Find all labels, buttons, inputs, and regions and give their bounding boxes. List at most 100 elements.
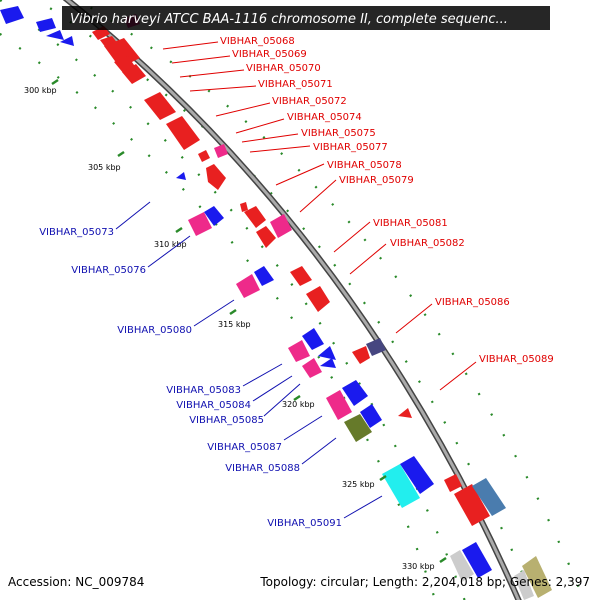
gene-label-reverse[interactable]: VIBHAR_05088 [225, 463, 300, 474]
gene-label-forward[interactable]: VIBHAR_05070 [246, 63, 321, 74]
gene-label-forward[interactable]: VIBHAR_05072 [272, 96, 347, 107]
gene-label-forward[interactable]: VIBHAR_05082 [390, 238, 465, 249]
gene-feature[interactable] [382, 464, 420, 508]
gene-feature[interactable] [288, 340, 310, 362]
label-connector [235, 118, 285, 134]
gene-feature[interactable] [270, 214, 292, 238]
gene-feature[interactable] [204, 206, 224, 226]
gene-feature[interactable] [344, 414, 372, 442]
gene-feature[interactable] [244, 206, 266, 228]
tick-label: 305 kbp [88, 163, 121, 172]
gene-feature[interactable] [326, 390, 352, 420]
gene-feature[interactable] [256, 226, 276, 248]
gene-feature[interactable] [342, 380, 368, 406]
guide-track-inner-reverse [0, 0, 466, 600]
gene-feature[interactable] [318, 346, 336, 360]
label-connector [193, 299, 235, 327]
gene-feature[interactable] [206, 164, 226, 190]
gene-label-forward[interactable]: VIBHAR_05077 [313, 142, 388, 153]
tick-label: 310 kbp [154, 240, 187, 249]
gene-feature[interactable] [302, 358, 322, 378]
gene-label-reverse[interactable]: VIBHAR_05083 [166, 385, 241, 396]
tick-label: 325 kbp [342, 480, 375, 489]
topology-text: Topology: circular; Length: 2,204,018 bp… [259, 575, 590, 589]
gene-label-forward[interactable]: VIBHAR_05075 [301, 128, 376, 139]
label-connector [395, 303, 433, 334]
label-connector [252, 375, 293, 402]
gene-feature[interactable] [454, 484, 490, 526]
gene-feature[interactable] [214, 144, 228, 158]
gene-feature[interactable] [398, 408, 412, 418]
tick-label: 300 kbp [24, 86, 57, 95]
gene-feature[interactable] [36, 18, 56, 32]
tick-mark [229, 308, 237, 316]
gene-label-forward[interactable]: VIBHAR_05089 [479, 354, 554, 365]
gene-feature[interactable] [176, 172, 186, 180]
gene-label-reverse[interactable]: VIBHAR_05080 [117, 325, 192, 336]
gene-label-forward[interactable]: VIBHAR_05081 [373, 218, 448, 229]
title-bar [62, 6, 550, 30]
gene-label-reverse[interactable]: VIBHAR_05087 [207, 442, 282, 453]
label-connector [301, 437, 337, 465]
gene-feature[interactable] [400, 456, 434, 494]
tick-mark [175, 226, 183, 234]
gene-feature[interactable] [444, 474, 462, 492]
label-connector [349, 243, 387, 275]
gene-label-forward[interactable]: VIBHAR_05071 [258, 79, 333, 90]
gene-feature[interactable] [236, 274, 260, 298]
label-connector [115, 201, 151, 230]
tick-mark [51, 78, 59, 86]
label-connector [283, 415, 323, 441]
label-connector [275, 163, 325, 186]
gene-label-reverse[interactable]: VIBHAR_05073 [39, 227, 114, 238]
gene-feature[interactable] [166, 116, 200, 150]
gene-feature[interactable] [450, 550, 474, 582]
gene-feature[interactable] [290, 266, 312, 286]
gene-label-forward[interactable]: VIBHAR_05086 [435, 297, 510, 308]
tick-labels: 300 kbp 305 kbp 310 kbp 315 kbp 320 kbp … [24, 86, 435, 571]
gene-feature[interactable] [320, 358, 336, 368]
gene-feature[interactable] [0, 6, 24, 24]
gene-feature[interactable] [122, 64, 146, 84]
gene-feature[interactable] [360, 404, 382, 428]
gene-label-reverse[interactable]: VIBHAR_05076 [71, 265, 146, 276]
label-connector [171, 55, 231, 64]
label-connector [189, 85, 257, 92]
label-connector [215, 102, 271, 117]
map-title: Vibrio harveyi ATCC BAA-1116 chromosome … [70, 12, 508, 27]
label-connector [147, 235, 191, 268]
gene-feature[interactable] [198, 150, 210, 162]
reverse-features [0, 6, 492, 582]
gene-label-forward[interactable]: VIBHAR_05069 [232, 49, 307, 60]
gene-feature[interactable] [522, 556, 552, 598]
label-connector [439, 361, 477, 391]
gene-label-forward[interactable]: VIBHAR_05068 [220, 36, 295, 47]
gene-feature[interactable] [254, 266, 274, 286]
tick-marks [51, 78, 447, 564]
tick-label: 315 kbp [218, 320, 251, 329]
gene-feature[interactable] [60, 36, 74, 46]
gene-feature[interactable] [46, 30, 64, 40]
gene-feature[interactable] [472, 478, 506, 516]
gene-label-forward[interactable]: VIBHAR_05074 [287, 112, 362, 123]
gene-feature[interactable] [352, 346, 370, 364]
gene-label-reverse[interactable]: VIBHAR_05091 [267, 518, 342, 529]
gene-feature[interactable] [306, 286, 330, 312]
accession-text: Accession: NC_009784 [8, 575, 144, 589]
tick-mark [379, 474, 387, 482]
gene-feature[interactable] [302, 328, 324, 350]
guide-track-outer-reverse [0, 32, 437, 600]
gene-feature[interactable] [366, 338, 386, 356]
gene-label-reverse[interactable]: VIBHAR_05085 [189, 415, 264, 426]
gene-feature[interactable] [462, 542, 492, 578]
gene-label-reverse[interactable]: VIBHAR_05084 [176, 400, 251, 411]
gene-label-forward[interactable]: VIBHAR_05078 [327, 160, 402, 171]
gene-feature[interactable] [188, 212, 212, 236]
gene-feature[interactable] [240, 202, 248, 212]
gene-label-forward[interactable]: VIBHAR_05079 [339, 175, 414, 186]
tick-label: 320 kbp [282, 400, 315, 409]
gene-feature[interactable] [514, 570, 534, 600]
gene-feature[interactable] [144, 92, 176, 120]
